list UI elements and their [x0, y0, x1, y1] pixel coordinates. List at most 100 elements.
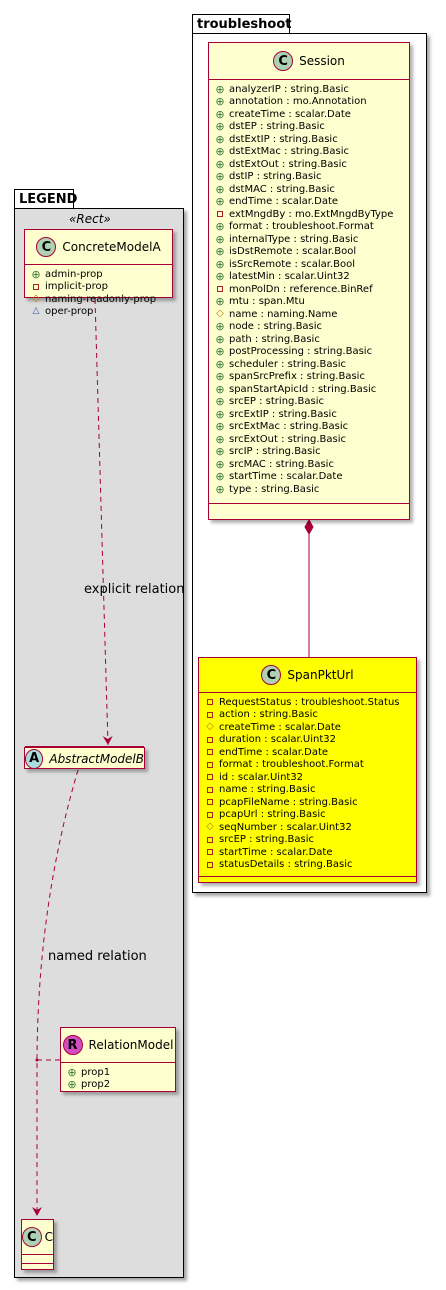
class-header: C C — [22, 1220, 53, 1254]
public-icon: ⊕ — [215, 145, 225, 159]
attribute-row: implicit-prop — [31, 281, 172, 294]
relation-r-icon: R — [62, 1035, 83, 1055]
private-icon — [205, 761, 215, 768]
attribute-row: ⊕ srcExtOut : string.Basic — [215, 433, 409, 446]
attribute-text: prop1 — [81, 1066, 111, 1078]
attribute-row: format : troubleshoot.Format — [205, 759, 416, 772]
attribute-row: extMngdBy : mo.ExtMngdByType — [215, 208, 409, 221]
attribute-text: endTime : scalar.Date — [219, 746, 329, 758]
public-icon: ⊕ — [215, 407, 225, 421]
class-relationmodel[interactable]: R RelationModel ⊕prop1⊕prop2 — [60, 1027, 176, 1092]
attribute-row: ⊕srcIP : string.Basic — [215, 446, 409, 459]
private-icon — [205, 699, 215, 706]
attribute-text: postProcessing : string.Basic — [229, 346, 373, 358]
attribute-row: ⊕postProcessing : string.Basic — [215, 346, 409, 359]
class-header: R RelationModel — [61, 1028, 175, 1062]
public-icon: ⊕ — [67, 1065, 77, 1079]
public-icon: ⊕ — [215, 120, 225, 134]
public-icon: ⊕ — [215, 370, 225, 384]
attribute-text: format : troubleshoot.Format — [219, 759, 364, 771]
attribute-text: RequestStatus : troubleshoot.Status — [219, 696, 400, 708]
public-icon: ⊕ — [31, 267, 41, 281]
public-icon: ⊕ — [215, 295, 225, 309]
attribute-row: ⊕ isSrcRemote : scalar.Bool — [215, 258, 409, 271]
public-icon: ⊕ — [215, 332, 225, 346]
attribute-row: ⊕dstMAC : string.Basic — [215, 183, 409, 196]
troubleshoot-package-title: troubleshoot — [192, 14, 291, 34]
attribute-text: mtu : span.Mtu — [229, 296, 305, 308]
private-icon — [205, 799, 215, 806]
public-icon: ⊕ — [215, 470, 225, 484]
public-icon: ⊕ — [215, 182, 225, 196]
attribute-text: id : scalar.Uint32 — [219, 771, 304, 783]
attribute-text: scheduler : string.Basic — [229, 358, 347, 370]
protected-icon: ◇ — [206, 821, 214, 833]
public-icon: ⊕ — [215, 257, 225, 271]
attribute-row: ⊕ path : string.Basic — [215, 333, 409, 346]
class-header: C ConcreteModelA — [25, 230, 172, 264]
attribute-text: srcMAC : string.Basic — [229, 458, 334, 470]
class-abstractmodelb[interactable]: A AbstractModelB — [24, 746, 145, 769]
class-name: RelationModel — [88, 1038, 174, 1052]
attribute-row: pcapUrl : string.Basic — [205, 809, 416, 822]
attribute-row: ⊕dstExtMac : string.Basic — [215, 146, 409, 159]
public-icon: ⊕ — [215, 270, 225, 284]
attribute-row: △oper-prop — [31, 306, 172, 319]
attribute-text: name : naming.Name — [229, 308, 338, 320]
attribute-text: path : string.Basic — [229, 333, 320, 345]
attribute-text: isDstRemote : scalar.Bool — [229, 246, 357, 258]
attribute-text: dstExtOut : string.Basic — [229, 158, 347, 170]
public-icon: ⊕ — [215, 357, 225, 371]
attribute-text: srcExtOut : string.Basic — [229, 433, 346, 445]
public-icon: ⊕ — [215, 382, 225, 396]
attribute-row: ⊕dstExtIP : string.Basic — [215, 133, 409, 146]
attribute-text: extMngdBy : mo.ExtMngdByType — [229, 208, 394, 220]
attribute-text: createTime : scalar.Date — [219, 721, 341, 733]
attribute-row: action : string.Basic — [205, 709, 416, 722]
private-icon — [205, 811, 215, 818]
composition-diamond — [304, 518, 314, 536]
public-icon: ⊕ — [67, 1078, 77, 1092]
class-spanpkturl[interactable]: C SpanPktUrl RequestStatus : troubleshoo… — [198, 657, 417, 883]
class-c[interactable]: C C — [21, 1219, 54, 1270]
explicit-relation-line — [94, 298, 113, 746]
public-icon: ⊕ — [215, 195, 225, 209]
attribute-text: createTime : scalar.Date — [229, 108, 351, 120]
class-header: C Session — [209, 43, 409, 79]
attribute-text: endTime : scalar.Date — [229, 196, 339, 208]
attribute-text: name : string.Basic — [219, 784, 316, 796]
attribute-text: admin-prop — [45, 268, 103, 280]
private-icon — [205, 711, 215, 718]
attribute-text: srcExtIP : string.Basic — [229, 408, 337, 420]
attribute-text: annotation : mo.Annotation — [229, 96, 367, 108]
attribute-row: name : string.Basic — [205, 784, 416, 797]
attribute-row: srcEP : string.Basic — [205, 834, 416, 847]
attribute-text: dstEP : string.Basic — [229, 121, 325, 133]
attribute-text: spanStartApicId : string.Basic — [229, 383, 377, 395]
private-icon — [215, 286, 225, 293]
attribute-text: isSrcRemote : scalar.Bool — [229, 258, 356, 270]
attribute-row: ⊕srcExtMac : string.Basic — [215, 421, 409, 434]
attribute-row: pcapFileName : string.Basic — [205, 796, 416, 809]
private-icon — [205, 749, 215, 756]
abstract-a-icon: A — [25, 748, 44, 769]
attribute-text: naming-readonly-prop — [45, 293, 157, 305]
class-session[interactable]: C Session ⊕ analyzerIP : string.Basic ⊕ ann… — [208, 42, 410, 520]
attribute-text: analyzerIP : string.Basic — [229, 83, 349, 95]
attribute-row: ⊕ srcExtIP : string.Basic — [215, 408, 409, 421]
attribute-text: startTime : scalar.Date — [229, 471, 343, 483]
public-icon: ⊕ — [215, 170, 225, 184]
class-name: ConcreteModelA — [62, 240, 161, 254]
class-c-icon: C — [22, 1227, 42, 1247]
attribute-row: monPolDn : reference.BinRef — [215, 283, 409, 296]
public-icon: ⊕ — [215, 432, 225, 446]
attribute-row: ⊕format : troubleshoot.Format — [215, 221, 409, 234]
public-icon: ⊕ — [215, 457, 225, 471]
attribute-text: implicit-prop — [45, 281, 108, 293]
attribute-row: statusDetails : string.Basic — [205, 859, 416, 872]
public-icon: ⊕ — [215, 245, 225, 259]
class-c-icon: C — [261, 665, 282, 685]
